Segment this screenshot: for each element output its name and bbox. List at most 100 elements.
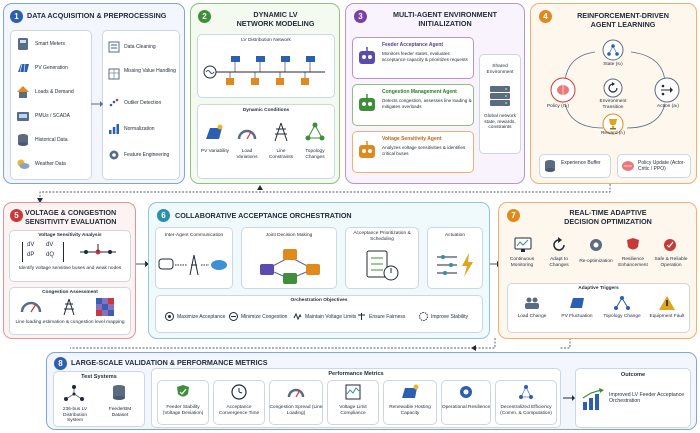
- conditions-title: Dynamic Conditions: [242, 108, 290, 113]
- pmu-device-icon: [17, 112, 29, 121]
- flow-arrow: [563, 395, 575, 401]
- vsa-desc: Identify voltage sensitive buses and wea…: [18, 266, 122, 271]
- step-badge-2: 2: [198, 10, 211, 23]
- objective-label: Minimize Congestion: [241, 314, 288, 320]
- dynamic-conditions-box: [197, 104, 335, 179]
- lv-network-diagram: [203, 56, 325, 85]
- gear-icon: [109, 150, 119, 160]
- shared-env-desc: Global network state, rewards, constrain…: [484, 114, 516, 131]
- topology-icon: [614, 296, 630, 310]
- voltage-icon: [293, 312, 302, 321]
- test-label: FeederBM Dataset: [108, 407, 132, 418]
- bar-chart-icon: [109, 124, 119, 134]
- step-badge-1: 1: [10, 10, 23, 23]
- communication-icon: [158, 254, 227, 276]
- trophy-icon: [609, 119, 617, 130]
- update-label: Policy Update (Actor-Critic / PPO): [638, 160, 686, 172]
- shared-env-title: Shared Environment: [486, 64, 514, 75]
- panel-rl-learning: 4 REINFORCEMENT-DRIVEN AGENT LEARNING St…: [530, 3, 697, 184]
- test-systems-title: Test Systems: [81, 374, 117, 380]
- objective-label: Ensure Fairness: [369, 314, 406, 320]
- metric-card: [213, 380, 265, 425]
- warning-icon: [659, 296, 675, 310]
- panel-title-line2: AGENT LEARNING: [590, 20, 656, 29]
- stage-label: Joint Decision Making: [265, 233, 313, 238]
- condition-label: PV Variability: [200, 149, 230, 154]
- agent-name: Feeder Acceptance Agent: [382, 42, 444, 48]
- metric-label: Voltage Limit Compliance: [339, 405, 367, 416]
- solar-panel-icon: [570, 298, 584, 308]
- item-label: Resilience Enhancement: [618, 257, 648, 268]
- panel-title-line2: NETWORK MODELING: [236, 19, 315, 28]
- item-label: Re-optimization: [579, 259, 613, 264]
- target-icon: [165, 312, 174, 321]
- stage-label: Acceptance Prioritization & Scheduling: [353, 231, 411, 242]
- buffer-label: Experience Buffer: [561, 160, 601, 166]
- metric-label: Decentralized Efficiency (Comm. & Comput…: [500, 405, 552, 416]
- agent-name: Voltage Sensitivity Agent: [382, 136, 442, 142]
- matrix-cell: dP: [27, 252, 35, 258]
- test-label: 236-bus LV Distribution System: [62, 407, 88, 424]
- database-icon: [545, 160, 555, 172]
- table-grid-icon: [108, 68, 120, 80]
- growth-chart-icon: [582, 388, 604, 410]
- panel-title-line1: VOLTAGE & CONGESTION: [25, 208, 117, 217]
- robot-icon: [359, 141, 375, 158]
- flow-arrow: [91, 101, 103, 107]
- policy-update-box: [617, 154, 691, 178]
- policy-label: Policy (πₜ): [546, 104, 570, 109]
- panel-title-line1: REINFORCEMENT-DRIVEN: [577, 11, 669, 20]
- transition-label: Environment Transition: [599, 99, 627, 110]
- panel-data-acquisition: 1 DATA ACQUISITION & PREPROCESSING Smart…: [3, 3, 185, 184]
- action-flow-icon: [661, 84, 673, 96]
- shield-check-icon: [177, 385, 189, 397]
- panel-title-line2: INITIALIZATION: [418, 19, 472, 28]
- voltage-sensitivity-box: [9, 230, 131, 282]
- matrix-cell: dV: [46, 242, 54, 248]
- renewable-icon: [402, 384, 419, 398]
- weather-icon: [17, 159, 30, 169]
- trigger-label: PV Fluctuation: [561, 314, 593, 319]
- matrix-cell: dQ: [46, 252, 55, 258]
- people-icon: [525, 297, 539, 309]
- panel-title: LARGE-SCALE VALIDATION & PERFORMANCE MET…: [71, 358, 268, 367]
- shield-icon: [627, 238, 639, 250]
- step-badge-6: 6: [157, 209, 170, 222]
- panel-network-modeling: 2 DYNAMIC LV NETWORK MODELING LV Distrib…: [190, 3, 340, 184]
- outcome-label: Improved LV Feeder Acceptance Orchestrat…: [609, 392, 685, 405]
- stability-icon: [419, 312, 428, 321]
- step-label: Outlier Detection: [124, 100, 162, 106]
- voltage-chart-icon: [345, 384, 361, 400]
- step-label: Missing Value Handling: [124, 68, 176, 74]
- network-state-icon: [607, 44, 619, 56]
- panel-validation-metrics: 8 LARGE-SCALE VALIDATION & PERFORMANCE M…: [46, 352, 697, 430]
- panel-title: COLLABORATIVE ACCEPTANCE ORCHESTRATION: [175, 211, 352, 220]
- condition-label: Load Variations: [236, 149, 258, 160]
- resilience-gear-icon: [460, 386, 472, 398]
- step-badge-7: 7: [507, 209, 520, 222]
- decentralized-network-icon: [519, 385, 533, 399]
- house-icon: [17, 86, 29, 98]
- agent-name: Congestion Management Agent: [382, 89, 457, 95]
- stage-communication: [155, 227, 233, 289]
- panel-title-line2: SENSITIVITY EVALUATION: [25, 217, 117, 226]
- ca-desc: Line loading estimation & congestion lev…: [15, 320, 125, 325]
- ca-title: Congestion Assessment: [42, 290, 98, 295]
- source-label: Loads & Demand: [35, 89, 74, 95]
- metric-label: Renewable Hosting Capacity: [389, 405, 431, 416]
- objective-label: Improve Stability: [431, 314, 468, 320]
- network-box: [197, 34, 335, 98]
- source-label: Historical Data: [35, 137, 68, 143]
- network-label: LV Distribution Network: [241, 38, 291, 43]
- bus-network-icon: [80, 244, 116, 255]
- metric-card: [383, 380, 437, 425]
- bus-system-icon: [64, 385, 84, 401]
- source-label: Weather Data: [35, 161, 66, 167]
- matrix-cell: dV: [27, 242, 35, 248]
- metric-label: Feeder Stability (Voltage Deviation): [162, 405, 204, 416]
- gauge-icon: [20, 301, 42, 313]
- database-icon: [18, 134, 28, 146]
- stage-label: Actuation: [444, 233, 465, 238]
- agents-cluster-icon: [260, 249, 320, 284]
- agent-desc: Analyzes voltage sensitivities & identif…: [382, 145, 466, 156]
